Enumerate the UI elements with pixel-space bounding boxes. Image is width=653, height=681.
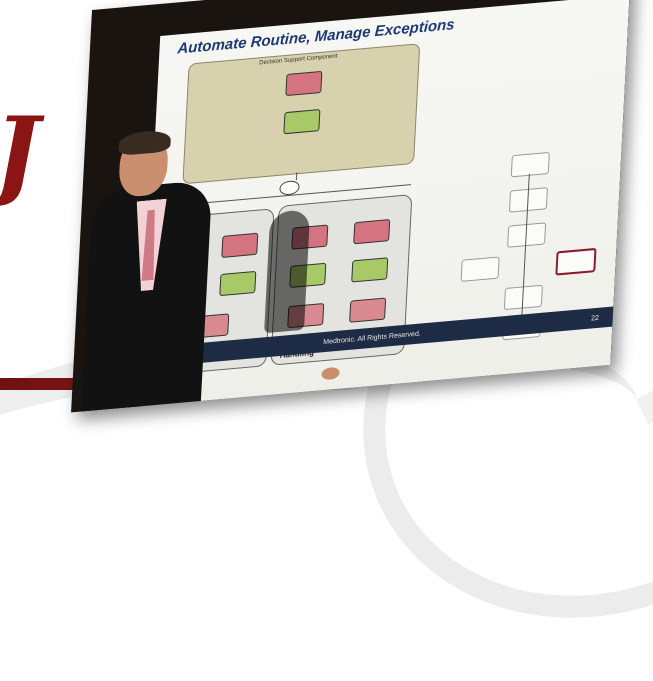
diagram-node (353, 219, 391, 245)
flow-box-highlighted (555, 247, 597, 276)
connector (295, 172, 298, 181)
diagram-node (219, 270, 257, 297)
region-label: Decision Support Component (259, 53, 338, 67)
diagram-node (349, 297, 387, 323)
page-number: 22 (590, 314, 600, 323)
presentation-photo: Automate Routine, Manage Exceptions Deci… (71, 0, 632, 413)
speaker-shadow (264, 209, 311, 334)
diagram-node (285, 70, 323, 97)
flow-box (510, 151, 550, 178)
diagram-node (351, 257, 389, 283)
flow-box (460, 256, 500, 282)
footer-text: Medtronic. All Rights Reserved. (323, 329, 421, 346)
partial-heading-letter: J (0, 96, 39, 209)
diagram-node (221, 232, 259, 258)
decision-support-region: Decision Support Component (182, 43, 421, 185)
diagram-node (283, 109, 321, 135)
